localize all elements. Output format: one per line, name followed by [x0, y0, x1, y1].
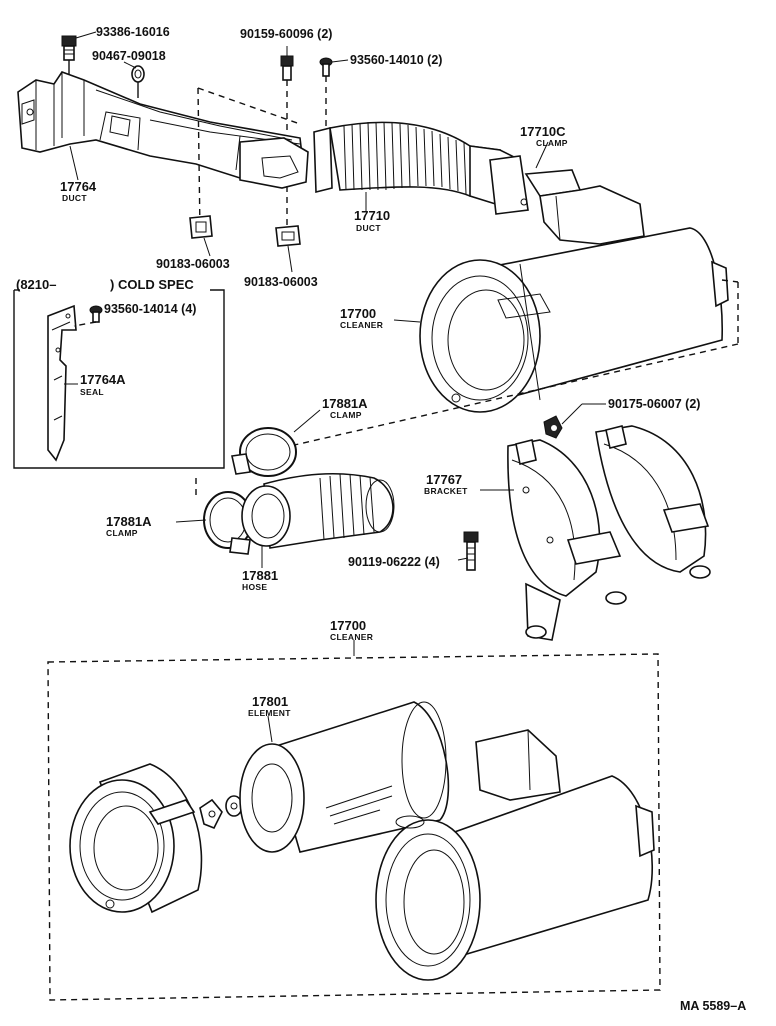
duct-17764-icon	[17, 71, 309, 189]
exploded-cleaner-box	[47, 653, 661, 1001]
part-labels: 93386-16016 90467-09018 90159-60096 (2) …	[16, 25, 746, 1013]
cleaner-body-icon	[375, 729, 655, 981]
leader-90183b	[287, 245, 293, 273]
label-17764a: 17764A	[80, 372, 126, 387]
clip-90183b-icon	[275, 225, 301, 247]
label-90175: 90175-06007 (2)	[608, 397, 700, 411]
air-filter-element-17801-icon	[239, 701, 450, 853]
air-cleaner-17700a-icon	[289, 227, 739, 447]
label-93386: 93386-16016	[96, 25, 170, 39]
leader-17881a-lower	[175, 519, 207, 523]
label-17881a-upper: 17881A	[322, 396, 368, 411]
cold-spec-box	[13, 289, 225, 469]
screw-93560-icon	[319, 57, 333, 128]
label-90159: 90159-60096 (2)	[240, 27, 332, 41]
label-17764: 17764	[60, 179, 97, 194]
label-17764-name: DUCT	[62, 193, 87, 203]
label-cold-a: (8210–	[16, 277, 56, 292]
label-17881: 17881	[242, 568, 278, 583]
leader-93560a	[331, 59, 349, 63]
label-17767: 17767	[426, 472, 462, 487]
leader-90175	[561, 403, 583, 425]
leader-17764	[69, 145, 79, 181]
leader-17710c	[535, 141, 549, 169]
label-17764a-name: SEAL	[80, 387, 104, 397]
label-17881a-lower: 17881A	[106, 514, 152, 529]
washer-icon	[225, 795, 243, 817]
clip-90467-icon	[131, 65, 145, 98]
bolt-90159-icon	[280, 55, 294, 130]
leader-17700a	[393, 319, 421, 323]
hose-17881-icon	[241, 472, 395, 549]
label-cold-b: ) COLD SPEC	[110, 277, 194, 292]
leader-93386	[75, 31, 97, 39]
label-90183b: 90183-06003	[244, 275, 318, 289]
label-17710-name: DUCT	[356, 223, 381, 233]
label-93560b: 93560-14014 (4)	[104, 302, 196, 316]
label-17767-name: BRACKET	[424, 486, 468, 496]
label-17710c: 17710C	[520, 124, 566, 139]
label-17801: 17801	[252, 694, 288, 709]
label-17700b-name: CLEANER	[330, 632, 373, 642]
label-17710: 17710	[354, 208, 390, 223]
leader-17801	[267, 715, 273, 743]
cleaner-cap-icon	[69, 763, 203, 914]
bolt-90119-icon	[463, 531, 479, 571]
clip-90183a-icon	[189, 215, 213, 239]
bolt-93386-icon	[61, 35, 77, 74]
label-90183a: 90183-06003	[156, 257, 230, 271]
screw-93560b-icon	[73, 305, 103, 327]
wing-nut-icon	[199, 798, 223, 830]
label-17700b: 17700	[330, 618, 366, 633]
diagram-code: MA 5589–A	[680, 999, 746, 1013]
label-90119: 90119-06222 (4)	[348, 555, 440, 569]
label-93560a: 93560-14010 (2)	[350, 53, 442, 67]
label-17801-name: ELEMENT	[248, 708, 291, 718]
clamp-17881a-upper-icon	[231, 427, 297, 477]
label-90467: 90467-09018	[92, 49, 166, 63]
label-17700a: 17700	[340, 306, 376, 321]
clamp-17710c-icon	[489, 155, 645, 245]
bracket-17767-icon	[507, 425, 711, 641]
leader-90183a	[203, 237, 211, 257]
leader-90119	[457, 557, 469, 561]
leader-90467	[123, 61, 137, 69]
label-17700a-name: CLEANER	[340, 320, 383, 330]
wing-nut-90175-icon	[543, 415, 563, 439]
dashed-guide	[197, 87, 201, 233]
leader-17881a-upper	[293, 409, 321, 433]
dashed-guide	[197, 87, 301, 125]
label-17881-name: HOSE	[242, 582, 267, 592]
label-17881a-lower-name: CLAMP	[106, 528, 138, 538]
label-17881a-upper-name: CLAMP	[330, 410, 362, 420]
label-17710c-name: CLAMP	[536, 138, 568, 148]
